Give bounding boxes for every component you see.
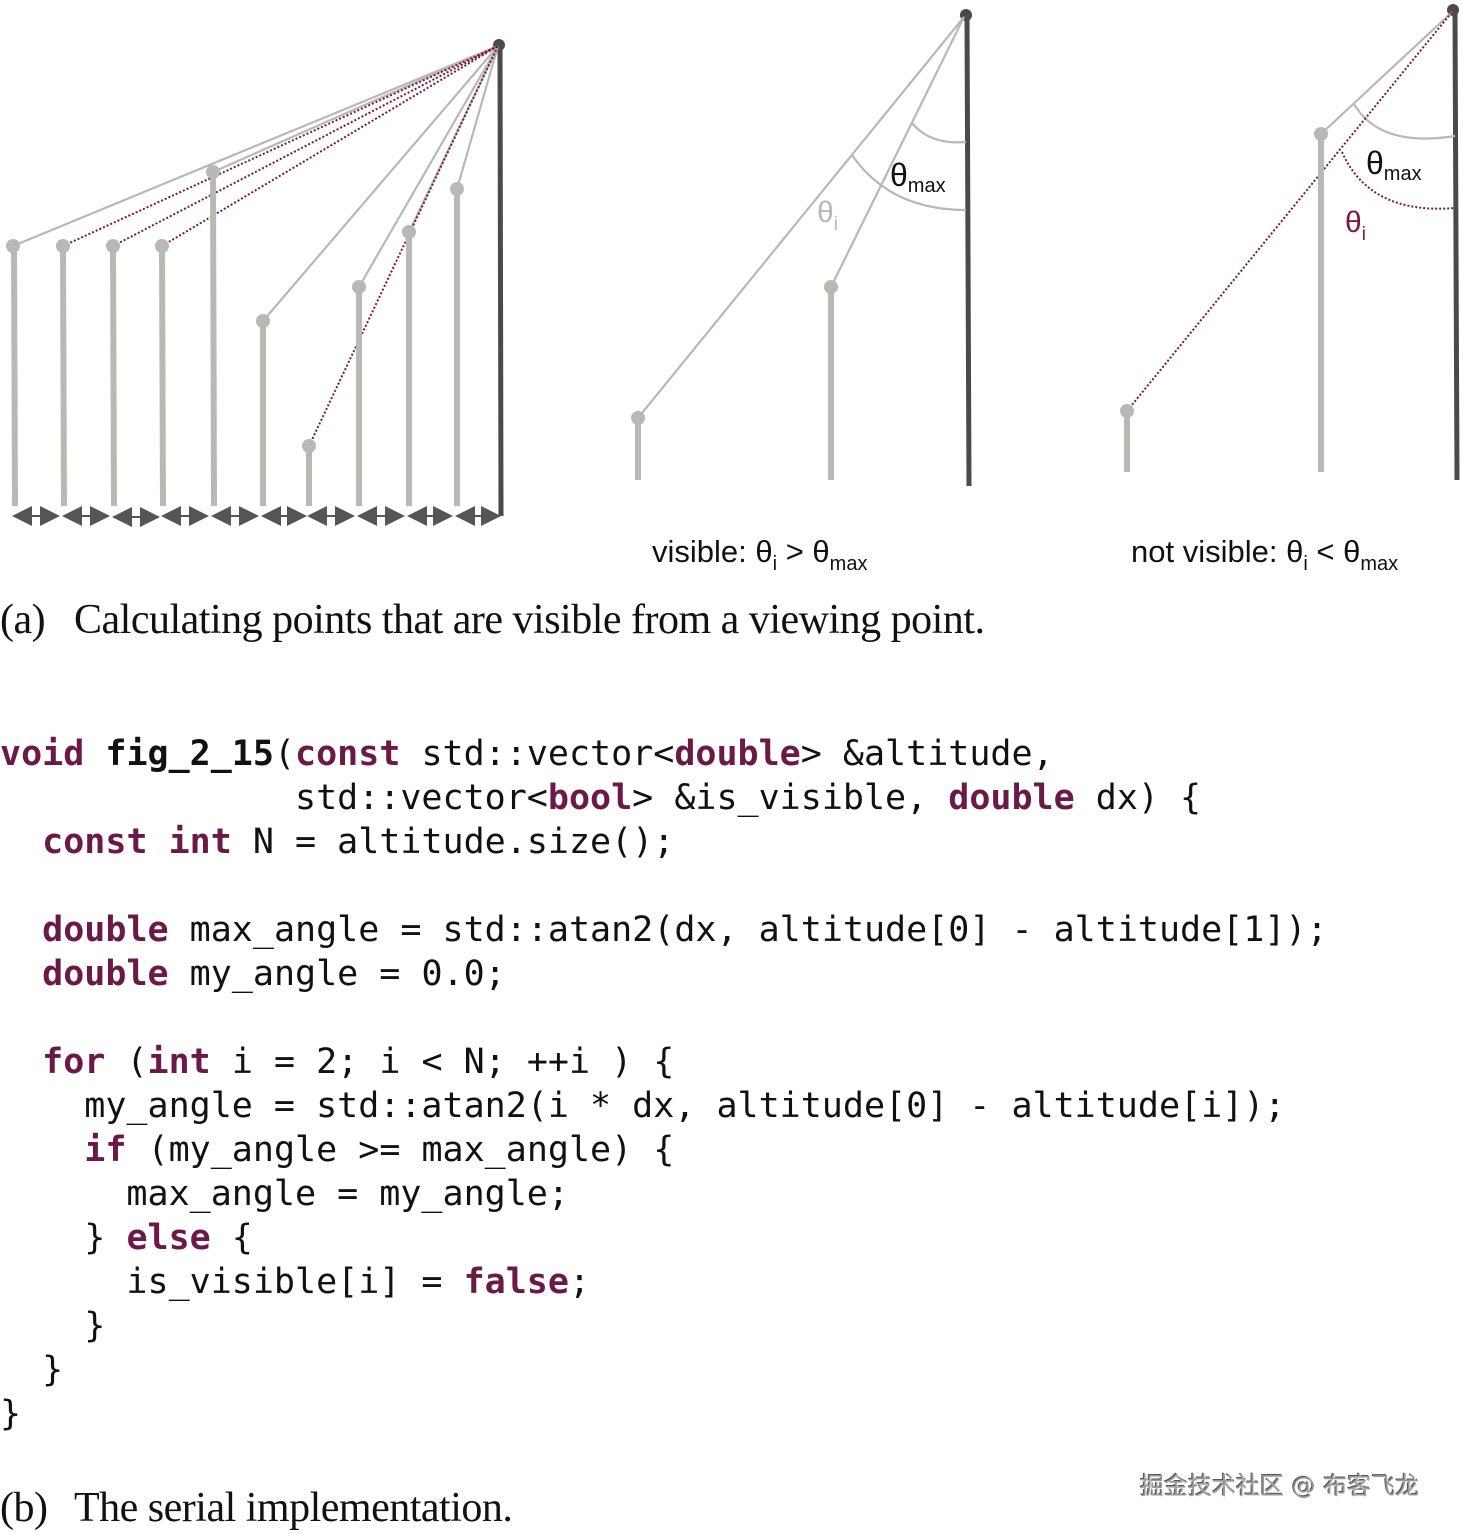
terrain-points — [6, 165, 464, 453]
visible-sight-lines — [12, 44, 500, 322]
viewer-tower — [497, 45, 504, 517]
code-line: void fig_2_15(const std::vector<double> … — [0, 734, 1054, 774]
theta-i-symbol: θ — [1345, 206, 1362, 239]
code-line: my_angle = std::atan2(i * dx, altitude[0… — [0, 1086, 1286, 1126]
code-line: } — [0, 1394, 22, 1434]
figure-b-caption: (b) The serial implementation. — [0, 1484, 513, 1532]
svg-text:θmax: θmax — [890, 157, 946, 197]
viewer-tower — [964, 16, 972, 487]
theta-i-arc — [851, 154, 967, 212]
caption-tag: (b) — [0, 1485, 48, 1531]
caption-tag: (a) — [0, 597, 46, 643]
dx-spacing-arrows — [12, 506, 501, 527]
panel-middle-visible: θi θmax — [631, 9, 972, 487]
not-visible-condition-label: not visible: θi < θmax — [1131, 534, 1399, 575]
code-line: double my_angle = 0.0; — [42, 954, 506, 994]
svg-text:θmax: θmax — [1366, 145, 1422, 185]
code-listing: void fig_2_15(const std::vector<double> … — [0, 732, 1328, 1436]
panel-right-not-visible: θi θmax — [1120, 4, 1460, 481]
code-line: for (int i = 2; i < N; ++i ) { — [42, 1042, 675, 1082]
code-line: if (my_angle >= max_angle) { — [84, 1130, 675, 1170]
svg-text:θi: θi — [1345, 206, 1366, 245]
code-line: const int N = altitude.size(); — [42, 822, 675, 862]
theta-max-arc — [1353, 103, 1456, 140]
svg-text:θi: θi — [817, 196, 838, 235]
terrain-columns — [11, 171, 460, 507]
code-line: std::vector<bool> &is_visible, double dx… — [0, 778, 1202, 818]
hidden-sight-lines — [62, 45, 499, 447]
figure-a-caption: (a) Calculating points that are visible f… — [0, 596, 985, 644]
theta-i-symbol: θ — [817, 196, 834, 229]
code-line: } else { — [0, 1218, 253, 1258]
watermark: 掘金技术社区 @ 布客飞龙 — [1140, 1472, 1420, 1500]
caption-text: Calculating points that are visible from… — [74, 597, 985, 643]
theta-max-arc — [911, 122, 967, 144]
code-line: max_angle = my_angle; — [0, 1174, 569, 1214]
viewer-tower — [1452, 12, 1460, 481]
code-line: is_visible[i] = false; — [0, 1262, 591, 1302]
code-line: } — [0, 1350, 64, 1390]
visible-condition-label: visible: θi > θmax — [652, 534, 868, 575]
code-line: double max_angle = std::atan2(dx, altitu… — [42, 910, 1328, 950]
figure-a-diagram: θi θmax θi θmax — [6, 4, 1460, 527]
code-line: } — [0, 1306, 106, 1346]
caption-text: The serial implementation. — [74, 1485, 513, 1531]
code-line — [0, 864, 1328, 908]
theta-max-symbol: θ — [1366, 145, 1384, 181]
code-line — [0, 996, 1328, 1040]
theta-i-arc — [1341, 151, 1456, 210]
theta-max-symbol: θ — [890, 157, 908, 193]
panel-left-terrain — [6, 39, 505, 527]
